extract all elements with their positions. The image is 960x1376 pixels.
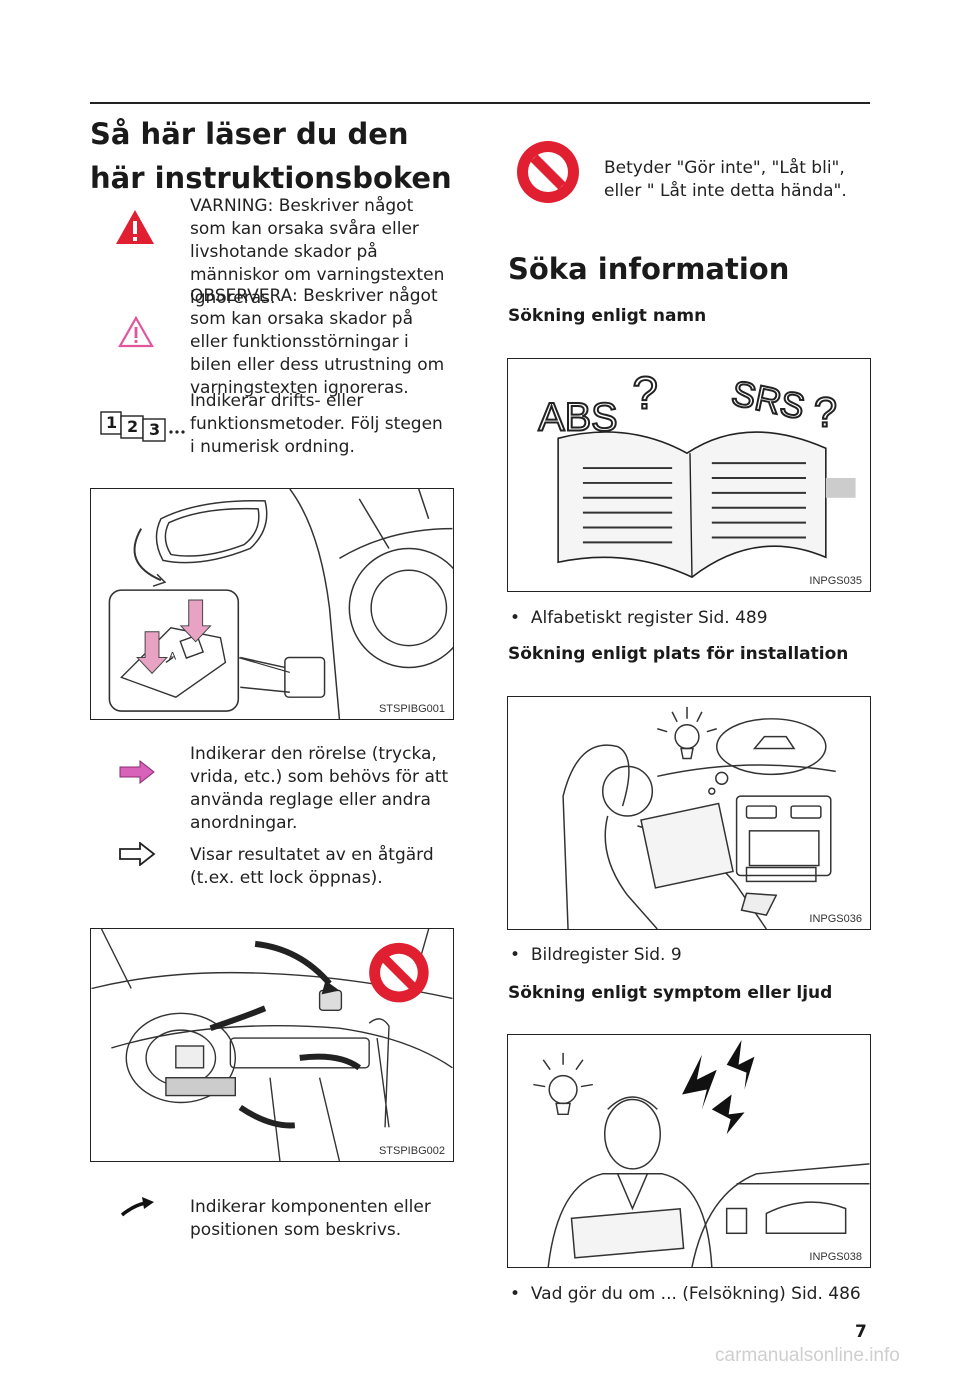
symptom-illustration	[533, 1039, 870, 1267]
driver-illustration	[562, 706, 836, 929]
top-rule	[90, 102, 870, 104]
step-number-1: 1	[106, 413, 118, 432]
bullet-by-symptom: • Vad gör du om ... (Felsökning) Sid. 48…	[510, 1284, 861, 1304]
section-title: Söka information	[508, 252, 790, 286]
figure-code: INPGS036	[809, 913, 862, 925]
book-illustration: ABS ? SRS ?	[537, 367, 856, 579]
bullet-by-name-text: Alfabetiskt register Sid. 489	[530, 608, 768, 628]
subheading-by-name: Sökning enligt namn	[508, 306, 707, 326]
mirror-switch-illustration: A	[108, 489, 453, 719]
bullet-dot: •	[510, 945, 531, 965]
figure-code: STSPIBG002	[378, 1145, 445, 1157]
interior-illustration	[91, 929, 453, 1161]
pointer-arrow-icon	[120, 1197, 154, 1217]
step-number-3: 3	[149, 420, 161, 439]
figure-interior-prohibited: STSPIBG002	[90, 928, 454, 1162]
page-title: Så här läser du den här instruktionsboke…	[90, 117, 452, 195]
figure-code: STSPIBG001	[378, 703, 445, 715]
figure-book-search: ABS ? SRS ? INPGS035	[507, 358, 871, 592]
figure-location-search: INPGS036	[507, 696, 871, 930]
prohibited-icon	[517, 141, 579, 203]
result-arrow-text: Visar resultatet av en åtgärd (t.ex. ett…	[190, 845, 434, 888]
action-arrow-icon	[119, 760, 155, 784]
pointer-arrow-text: Indikerar komponenten eller positionen s…	[190, 1197, 431, 1240]
figure-mirror-switch: A STSPIBG001	[90, 488, 454, 720]
figure-code: INPGS035	[809, 575, 862, 587]
notice-text: OBSERVERA: Beskriver något som kan orsak…	[190, 286, 445, 398]
warning-icon	[116, 210, 154, 244]
prohibited-text: Betyder "Gör inte", "Låt bli", eller " L…	[604, 158, 847, 201]
result-arrow-icon	[119, 842, 156, 866]
bullet-by-name: • Alfabetiskt register Sid. 489	[510, 608, 768, 628]
page-number: 7	[855, 1322, 867, 1342]
warning-text: VARNING: Beskriver något som kan orsaka …	[190, 196, 445, 308]
watermark: carmanualsonline.info	[715, 1345, 900, 1366]
question-mark-2: ?	[814, 388, 837, 435]
action-arrow-text: Indikerar den rörelse (trycka, vrida, et…	[190, 744, 449, 833]
bullet-by-location-text: Bildregister Sid. 9	[530, 945, 682, 965]
caution-outline-icon	[118, 315, 154, 348]
bullet-dot: •	[510, 608, 531, 628]
figure-symptom-search: INPGS038	[507, 1034, 871, 1268]
step-number-2: 2	[127, 417, 139, 436]
numbered-steps-icon: 1 2 3	[100, 410, 190, 442]
steps-text: Indikerar drifts- eller funktionsmetoder…	[190, 391, 443, 457]
bullet-by-symptom-text: Vad gör du om ... (Felsökning) Sid. 486	[530, 1284, 861, 1304]
svg-text:A: A	[169, 651, 177, 663]
subheading-by-location: Sökning enligt plats för installation	[508, 644, 849, 664]
srs-letters: SRS	[728, 373, 808, 427]
question-mark-1: ?	[632, 368, 657, 419]
subheading-by-symptom: Sökning enligt symptom eller ljud	[508, 983, 833, 1003]
figure-code: INPGS038	[809, 1251, 862, 1263]
bullet-by-location: • Bildregister Sid. 9	[510, 945, 682, 965]
bullet-dot: •	[510, 1284, 531, 1304]
